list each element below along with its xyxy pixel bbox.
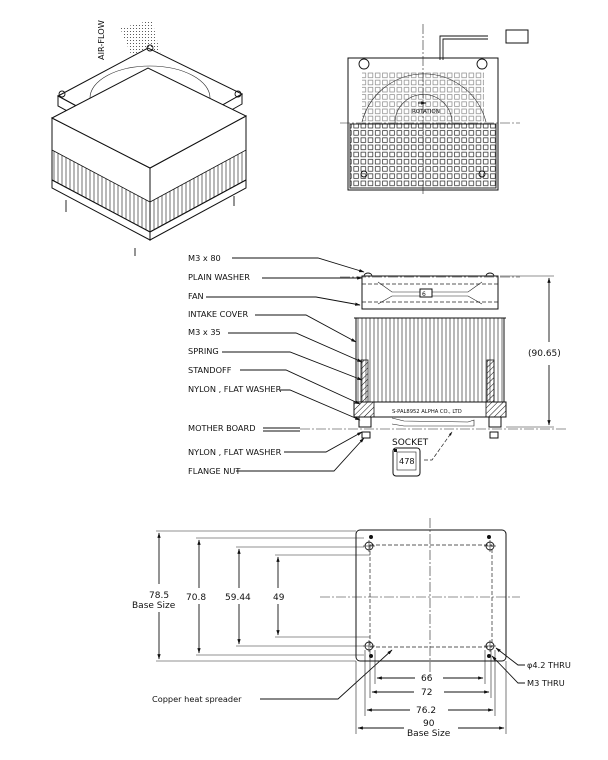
fan-marking: 6: [422, 291, 426, 298]
dimension-value: 90: [423, 719, 435, 729]
callout-label: STANDOFF: [188, 365, 232, 375]
hole-callout: M3 THRU: [527, 678, 565, 688]
dimension-note: Base Size: [407, 729, 451, 739]
side-heatsink: [355, 317, 505, 405]
callout-label: FLANGE NUT: [188, 466, 241, 476]
callout-list: M3 x 80 PLAIN WASHER FAN INTAKE COVER M3…: [188, 253, 365, 476]
isometric-view: AIR-FLOW: [50, 20, 248, 256]
callout-label: M3 x 80: [188, 253, 221, 263]
dimension-value: 49: [273, 593, 285, 603]
bottom-view: 78.5 Base Size 70.8 59.44 49 66 72 76.2: [132, 518, 571, 739]
height-dimension: (90.65): [528, 349, 561, 359]
base-plate: [355, 529, 507, 662]
socket-number: 478: [399, 456, 415, 466]
hole-callout: φ4.2 THRU: [527, 660, 571, 670]
fan-connector: [505, 29, 529, 44]
callout-label: MOTHER BOARD: [188, 423, 256, 433]
dimension-note: Base Size: [132, 601, 176, 611]
socket-icon: [392, 447, 421, 477]
callout-label: NYLON , FLAT WASHER: [188, 447, 282, 457]
heatsink-marking: S-PAL8952 ALPHA CO., LTD: [392, 409, 462, 415]
dimension-value: 59.44: [225, 593, 251, 603]
callout-label: NYLON , FLAT WASHER: [188, 384, 282, 394]
callout-label: PLAIN WASHER: [188, 272, 250, 282]
airflow-label: AIR-FLOW: [96, 20, 106, 60]
rotation-label: ROTATION: [412, 109, 440, 115]
callout-label: M3 x 35: [188, 327, 221, 337]
callout-label: INTAKE COVER: [188, 309, 248, 319]
callout-label: SPRING: [188, 346, 219, 356]
top-view: ROTATION: [340, 24, 529, 196]
dimension-value: 76.2: [416, 706, 436, 716]
dimension-value: 66: [421, 674, 433, 684]
socket-label: SOCKET: [392, 438, 429, 448]
dimension-value: 72: [421, 688, 432, 698]
side-view: 6 S-PAL8952 ALPHA CO., LTD SOCKET 478 (9…: [188, 253, 568, 477]
callout-label: FAN: [188, 291, 204, 301]
dimension-value: 70.8: [186, 593, 206, 603]
dimension-value: 78.5: [149, 591, 169, 601]
copper-label: Copper heat spreader: [152, 694, 242, 704]
